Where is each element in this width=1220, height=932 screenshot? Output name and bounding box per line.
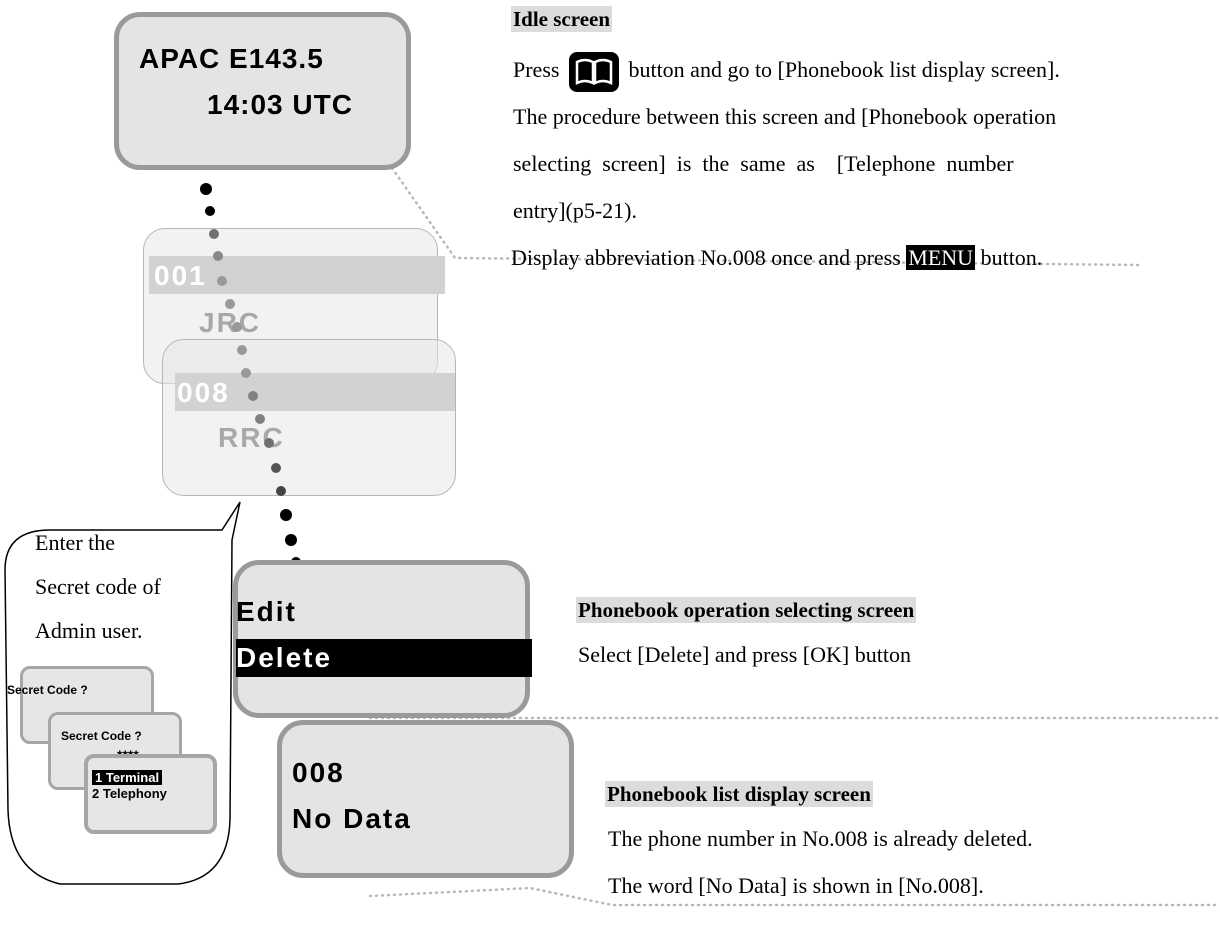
flow-dot — [285, 534, 297, 546]
bubble-line-1: Enter the — [35, 530, 116, 555]
operation-desc-line1: Select [Delete] and press [OK] button — [578, 642, 911, 667]
entry-name: RRC — [218, 422, 285, 453]
secret-code-label: Secret Code ? — [61, 729, 142, 743]
phonebook-button-icon — [568, 52, 619, 92]
menu-item-edit: Edit — [236, 596, 297, 627]
idle-screen-line1: APAC E143.5 — [139, 43, 324, 74]
idle-desc-display: Display abbreviation No.008 once and pre… — [511, 245, 907, 270]
flow-dot — [276, 486, 286, 496]
secret-code-label: Secret Code ? — [7, 683, 88, 697]
flow-dot — [217, 276, 227, 286]
menu-item-delete-highlight: Delete — [236, 639, 532, 677]
flow-dot — [232, 322, 242, 332]
idle-connector-line — [390, 166, 1142, 267]
entry-number: 001 — [154, 260, 207, 291]
operation-select-screen: Edit Delete — [233, 560, 532, 718]
highlight-bar — [149, 256, 445, 294]
admin-menu-telephony: 2 Telephony — [92, 786, 167, 801]
menu-item-delete: Delete — [236, 642, 333, 673]
list-screen-number: 008 — [292, 757, 345, 788]
flow-dot — [248, 391, 258, 401]
idle-desc-line1: Press button and go to [Phonebook list d… — [513, 52, 1060, 92]
idle-desc-button: button. — [975, 245, 1043, 270]
flow-dot — [205, 206, 215, 216]
bubble-line-3: Admin user. — [35, 618, 143, 643]
idle-desc-line5: Display abbreviation No.008 once and pre… — [511, 245, 1042, 271]
flow-dot — [200, 183, 212, 195]
idle-desc-press: Press — [513, 57, 560, 83]
highlight-bar — [175, 373, 455, 411]
flow-dot — [225, 299, 235, 309]
flow-dot — [280, 509, 292, 521]
admin-menu-terminal: 1 Terminal — [92, 770, 163, 785]
flow-dot — [209, 229, 219, 239]
idle-desc-line2: The procedure between this screen and [P… — [513, 104, 1057, 129]
entry-name: JRC — [199, 307, 262, 338]
phonebook-entry-008-screen: 008 RRC — [162, 339, 456, 496]
list-screen-status: No Data — [292, 803, 412, 834]
list-desc-line2: The word [No Data] is shown in [No.008]. — [608, 873, 984, 898]
flow-dot — [237, 345, 247, 355]
entry-number: 008 — [177, 377, 230, 408]
list-screen-title: Phonebook list display screen — [605, 781, 873, 807]
idle-desc-line3: selecting screen] is the same as [Teleph… — [513, 151, 1014, 176]
admin-menu-screen: 1 Terminal 2 Telephony — [84, 754, 217, 834]
idle-screen-title: Idle screen — [511, 6, 613, 32]
bubble-line-2: Secret code of — [35, 574, 161, 599]
idle-desc-line4: entry](p5-21). — [513, 198, 638, 223]
idle-screen-line2: 14:03 UTC — [207, 89, 353, 120]
list-display-screen: 008 No Data — [277, 720, 574, 878]
list-desc-line1: The phone number in No.008 is already de… — [608, 826, 1033, 851]
operation-screen-title: Phonebook operation selecting screen — [576, 597, 917, 623]
flow-dot — [271, 463, 281, 473]
flow-dot — [241, 368, 251, 378]
flow-dot — [264, 438, 274, 448]
flow-dot — [255, 414, 265, 424]
menu-button-label: MENU — [906, 245, 976, 270]
idle-desc-press-rest: button and go to [Phonebook list display… — [628, 57, 1060, 83]
list-connector-line — [368, 886, 1220, 907]
idle-screen: APAC E143.5 14:03 UTC — [114, 12, 411, 170]
flow-dot — [213, 251, 223, 261]
